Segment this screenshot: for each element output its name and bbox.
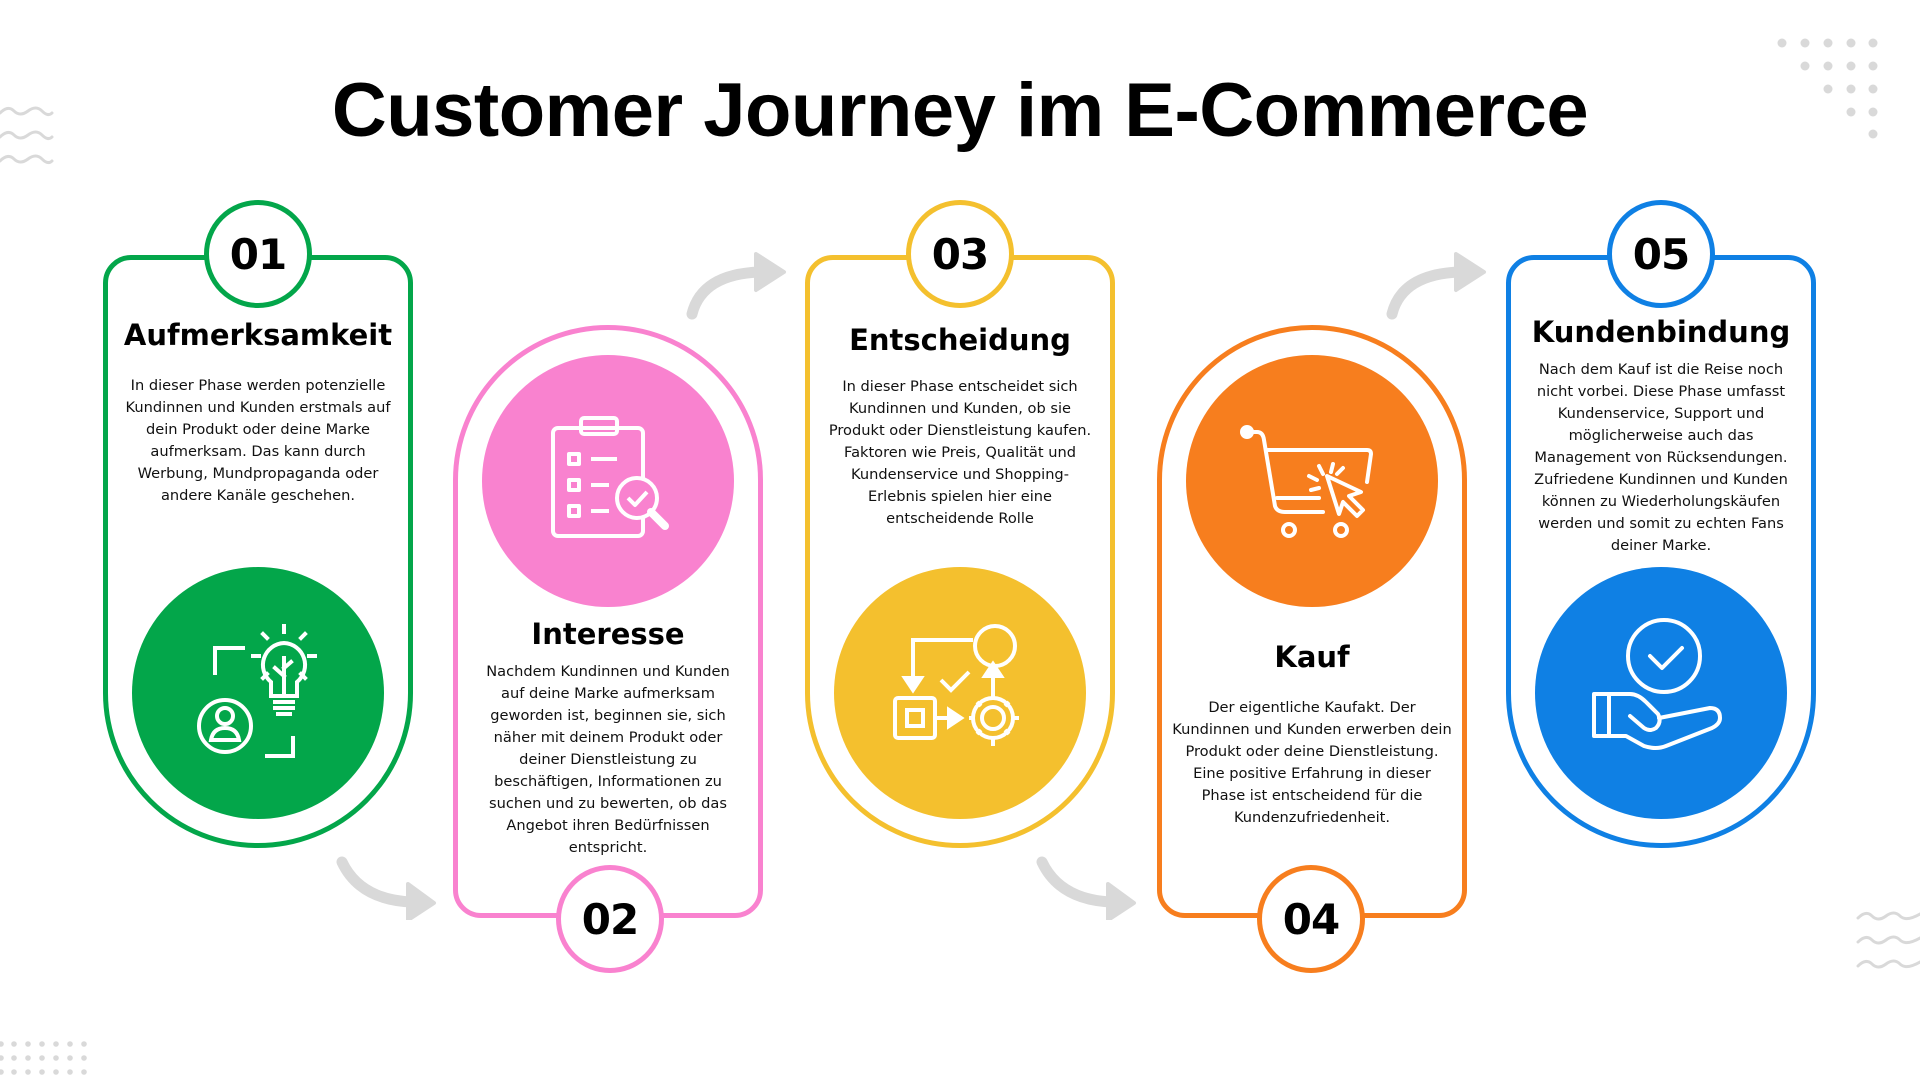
step-description: In dieser Phase entscheidet sich Kundinn… <box>828 378 1092 527</box>
arrow-icon-4-to-5 <box>1386 252 1486 320</box>
step-description: In dieser Phase werden potenzielle Kundi… <box>125 377 391 504</box>
step-title: Kundenbindung <box>1531 315 1791 349</box>
step-number-badge: 03 <box>906 200 1014 308</box>
arrow-icon-3-to-4 <box>1036 856 1136 920</box>
page-title: Customer Journey im E-Commerce <box>331 68 1589 153</box>
step-title: Kauf <box>1274 640 1350 674</box>
step-icon-circle <box>1535 567 1787 819</box>
shopping-cart-click-icon <box>1240 425 1373 538</box>
step-title: Entscheidung <box>849 323 1071 357</box>
arrow-icon-2-to-3 <box>686 252 786 320</box>
step-description: Nachdem Kundinnen und Kunden auf deine M… <box>486 663 730 856</box>
step-description: Der eigentliche Kaufakt. Der Kundinnen u… <box>1172 699 1452 826</box>
step-number-badge: 04 <box>1257 865 1365 973</box>
hand-check-icon <box>1592 618 1722 750</box>
step-description: Nach dem Kauf ist die Reise noch nicht v… <box>1534 361 1788 554</box>
step-number-badge: 01 <box>204 200 312 308</box>
decision-process-flow-icon <box>893 624 1019 746</box>
step-icon-circle <box>132 567 384 819</box>
wave-decoration-bottom-right <box>1856 911 1920 969</box>
clipboard-search-check-icon <box>551 416 669 538</box>
step-title: Aufmerksamkeit <box>123 318 393 352</box>
lightbulb-idea-person-icon <box>197 624 317 758</box>
dot-grid-decoration-top-right <box>1777 38 1878 139</box>
step-icon-circle <box>482 355 734 607</box>
step-icon-circle <box>1186 355 1438 607</box>
step-number-badge: 02 <box>556 865 664 973</box>
dot-grid-decoration-bottom-left <box>0 1041 87 1075</box>
wave-decoration-top-left <box>0 106 54 165</box>
step-number-badge: 05 <box>1607 200 1715 308</box>
step-icon-circle <box>834 567 1086 819</box>
arrow-icon-1-to-2 <box>336 856 436 920</box>
step-title: Interesse <box>531 617 685 651</box>
